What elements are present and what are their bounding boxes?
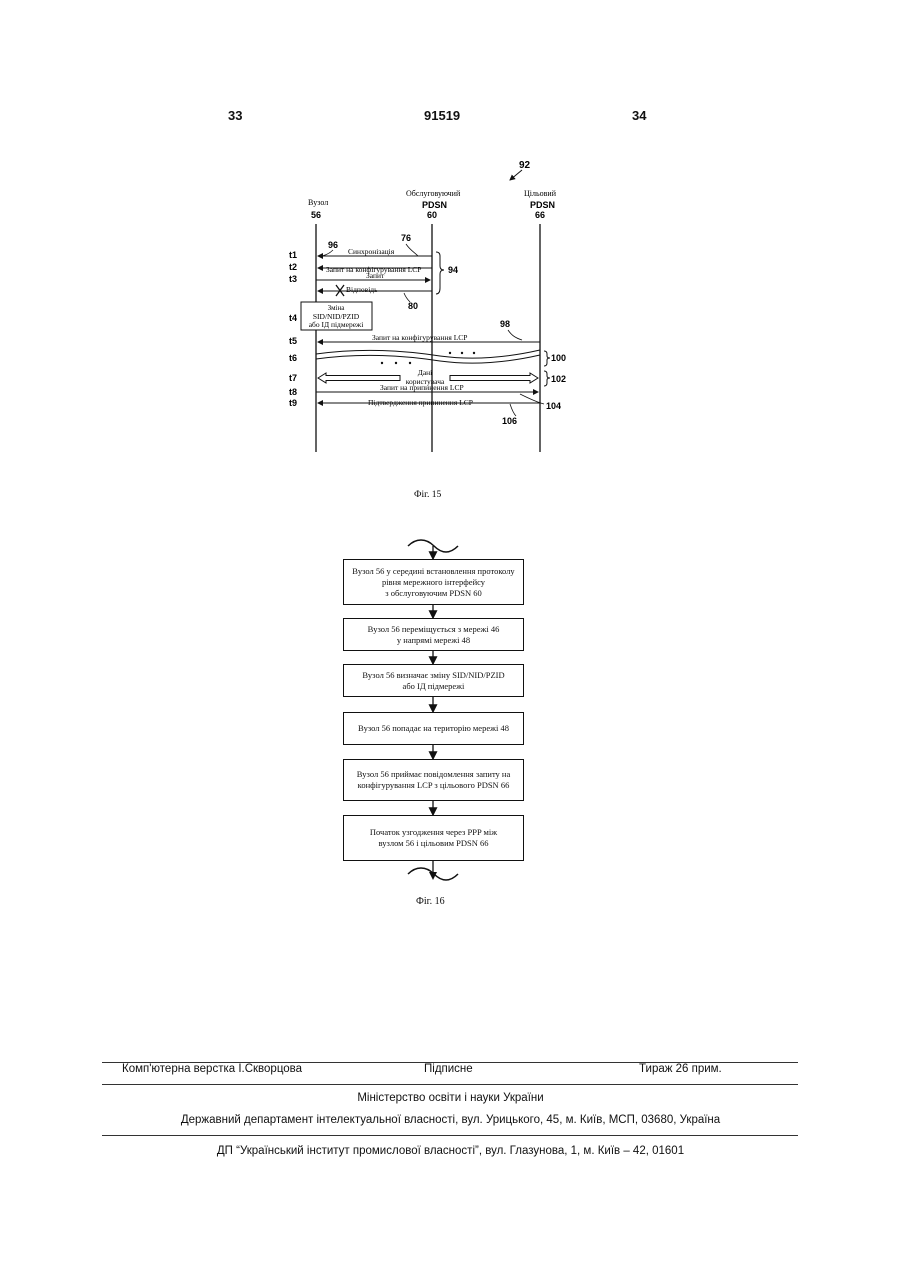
footer-institute: ДП “Український інститут промислової вла…	[0, 1145, 901, 1157]
flow-step-6: Початок узгодження через PPP між вузлом …	[343, 815, 524, 861]
flow-step-1: Вузол 56 у середині встановлення протоко…	[343, 559, 524, 605]
flow-step-4-text: Вузол 56 попадає на територію мережі 48	[358, 723, 509, 734]
footer-department: Державний департамент інтелектуальної вл…	[0, 1114, 901, 1126]
footer-rule-3	[102, 1135, 798, 1136]
flow-step-3-text: Вузол 56 визначає зміну SID/NID/PZID або…	[362, 670, 504, 692]
footer-circulation: Тираж 26 прим.	[639, 1063, 722, 1075]
footer-ministry: Міністерство освіти і науки України	[0, 1092, 901, 1104]
footer-typesetting: Комп'ютерна верстка І.Скворцова	[122, 1063, 302, 1075]
flow-step-1-text: Вузол 56 у середині встановлення протоко…	[352, 566, 514, 599]
flow-step-5: Вузол 56 приймає повідомлення запиту на …	[343, 759, 524, 801]
flow-step-2-text: Вузол 56 переміщується з мережі 46 у нап…	[368, 624, 500, 646]
footer-signed: Підписне	[424, 1063, 473, 1075]
flow-step-4: Вузол 56 попадає на територію мережі 48	[343, 712, 524, 745]
flow-step-2: Вузол 56 переміщується з мережі 46 у нап…	[343, 618, 524, 651]
footer-rule-2	[102, 1084, 798, 1085]
flow-step-6-text: Початок узгодження через PPP між вузлом …	[370, 827, 497, 849]
fig16-caption: Фіг. 16	[416, 896, 445, 907]
flow-step-5-text: Вузол 56 приймає повідомлення запиту на …	[357, 769, 511, 791]
flow-step-3: Вузол 56 визначає зміну SID/NID/PZID або…	[343, 664, 524, 697]
